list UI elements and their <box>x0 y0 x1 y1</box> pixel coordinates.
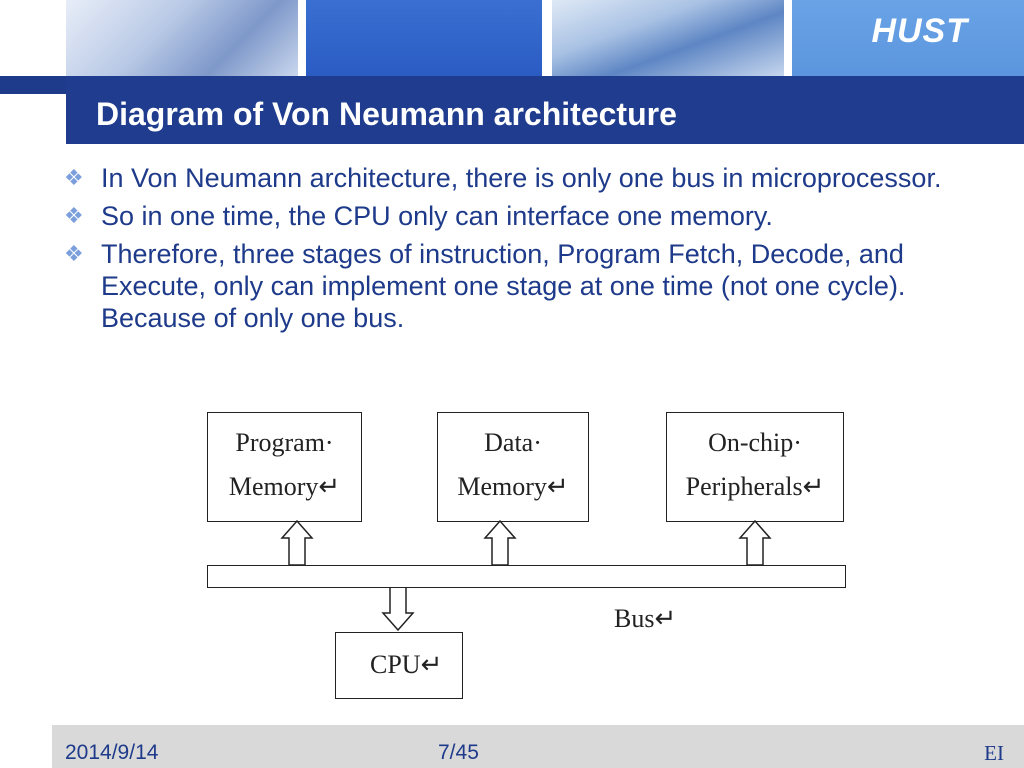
program-memory-line2: Memory↵ <box>228 472 341 501</box>
bullet-item: ❖ So in one time, the CPU only can inter… <box>60 200 980 232</box>
footer-page-number: 7/45 <box>438 741 479 764</box>
hust-logo: HUST <box>871 12 968 50</box>
footer-org: EI <box>984 741 1004 765</box>
header-banner: HUST <box>0 0 1024 76</box>
cpu-label: CPU↵ <box>370 650 443 679</box>
data-memory-line2: Memory↵ <box>457 472 569 501</box>
diamond-bullet-icon: ❖ <box>64 165 84 190</box>
header-image-keyboard <box>66 0 298 76</box>
bullet-text: Therefore, three stages of instruction, … <box>101 239 906 333</box>
up-arrow-data <box>483 519 517 566</box>
diamond-bullet-icon: ❖ <box>64 241 84 266</box>
bus-label: Bus↵ <box>614 604 677 633</box>
diamond-bullet-icon: ❖ <box>64 203 84 228</box>
program-memory-box: Program· Memory↵ <box>207 412 362 522</box>
data-memory-line1: Data· <box>484 428 542 457</box>
program-memory-line1: Program· <box>235 428 334 457</box>
down-arrow-cpu <box>381 586 415 632</box>
footer-bar: 2014/9/14 7/45 EI <box>52 725 1024 768</box>
left-accent-bar <box>0 76 66 94</box>
title-bar: Diagram of Von Neumann architecture <box>66 76 1024 144</box>
header-image-building <box>552 0 784 76</box>
footer-date: 2014/9/14 <box>65 741 159 764</box>
bullet-list: ❖ In Von Neumann architecture, there is … <box>60 162 980 340</box>
up-arrow-peripherals <box>738 519 772 566</box>
up-arrow-program <box>280 519 314 566</box>
bullet-text: So in one time, the CPU only can interfa… <box>101 201 773 231</box>
bus-bar <box>207 565 846 588</box>
slide-title: Diagram of Von Neumann architecture <box>96 96 677 132</box>
header-image-blue <box>306 0 542 76</box>
bullet-item: ❖ In Von Neumann architecture, there is … <box>60 162 980 194</box>
cpu-box: CPU↵ <box>335 632 463 699</box>
header-logo-tile <box>792 0 1024 76</box>
bullet-text: In Von Neumann architecture, there is on… <box>101 163 942 193</box>
peripherals-line1: On-chip· <box>708 428 802 457</box>
bullet-item: ❖ Therefore, three stages of instruction… <box>60 238 980 334</box>
peripherals-line2: Peripherals↵ <box>685 472 825 501</box>
data-memory-box: Data· Memory↵ <box>437 412 589 522</box>
